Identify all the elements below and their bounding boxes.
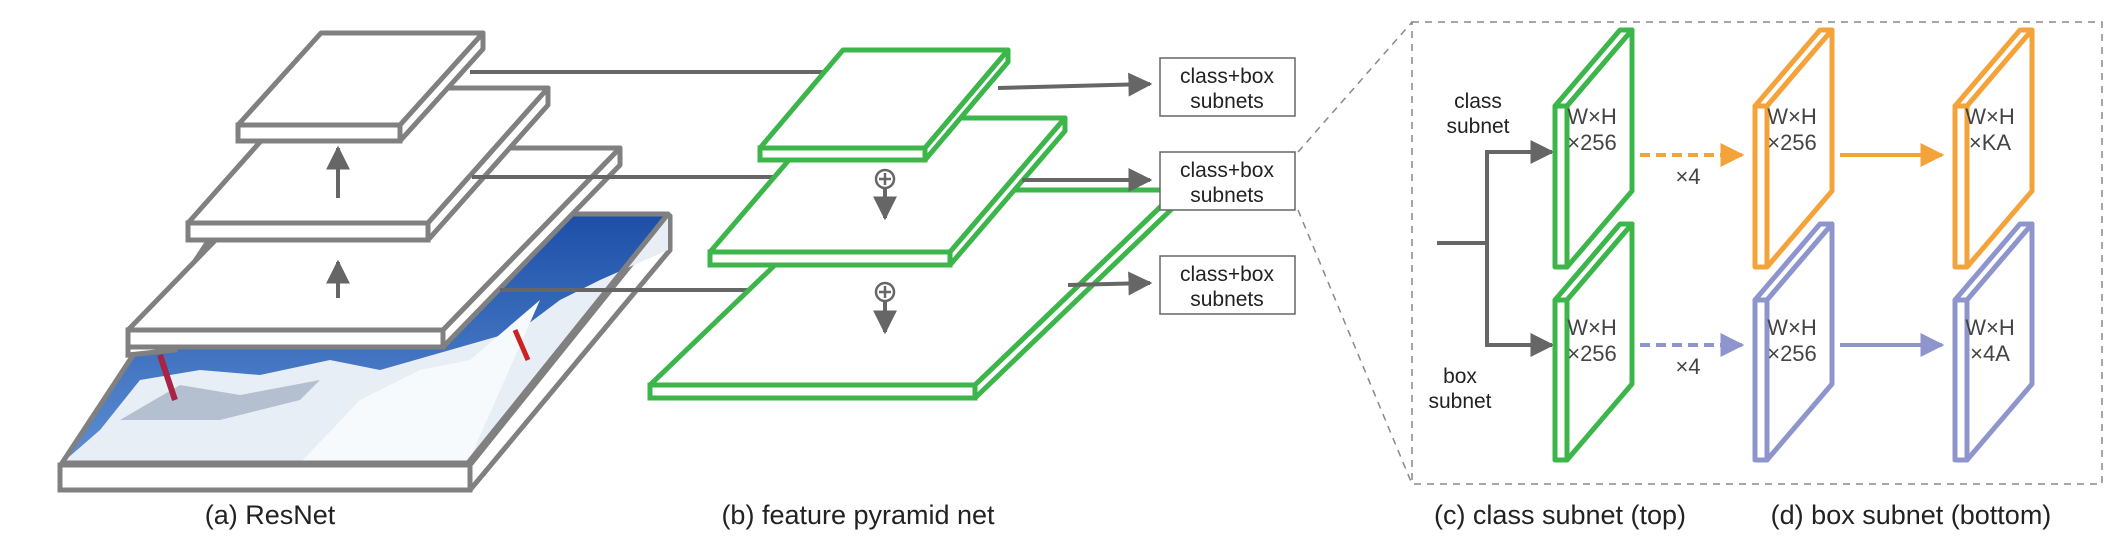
- svg-text:class+box: class+box: [1180, 65, 1274, 88]
- svg-text:subnets: subnets: [1190, 184, 1264, 207]
- caption-fpn: (b) feature pyramid net: [721, 500, 995, 530]
- circle-plus-icon: [874, 281, 896, 303]
- circle-plus-icon: [874, 168, 896, 190]
- svg-text:W×H: W×H: [1567, 315, 1617, 340]
- fpn-level-1: [757, 47, 1011, 163]
- output-box-middle: class+box subnets: [1159, 151, 1296, 211]
- class-subnet-label-1: class: [1454, 90, 1502, 113]
- subnet-panel: [1411, 21, 2103, 485]
- svg-text:×256: ×256: [1767, 130, 1817, 155]
- class-mid-tensor: W×H ×256: [1752, 27, 1835, 270]
- box-input-tensor: W×H ×256: [1552, 221, 1635, 463]
- fpn-stack: [647, 47, 1181, 401]
- caption-box-subnet: (d) box subnet (bottom): [1771, 500, 2052, 530]
- resnet-layer-1: [235, 30, 486, 144]
- subnet-split: [1437, 140, 1555, 357]
- caption-resnet: (a) ResNet: [205, 500, 336, 530]
- resnet-stack: [57, 30, 673, 493]
- svg-text:W×H: W×H: [1567, 104, 1617, 129]
- zoom-lines: [1297, 21, 1413, 485]
- class-repeat-label: ×4: [1675, 164, 1700, 189]
- svg-text:×4A: ×4A: [1970, 341, 2010, 366]
- box-repeat-label: ×4: [1675, 354, 1700, 379]
- svg-text:W×H: W×H: [1767, 315, 1817, 340]
- svg-text:×KA: ×KA: [1969, 130, 2012, 155]
- svg-text:subnets: subnets: [1190, 90, 1264, 113]
- box-subnet-label-1: box: [1443, 365, 1477, 388]
- svg-text:×256: ×256: [1767, 341, 1817, 366]
- svg-text:×256: ×256: [1567, 341, 1617, 366]
- svg-text:×256: ×256: [1567, 130, 1617, 155]
- svg-text:W×H: W×H: [1965, 104, 2015, 129]
- box-subnet-label-2: subnet: [1428, 390, 1491, 413]
- class-output-tensor: W×H ×KA: [1952, 27, 2035, 270]
- output-box-bottom: class+box subnets: [1159, 255, 1296, 315]
- svg-text:class+box: class+box: [1180, 263, 1274, 286]
- output-arrows: [997, 72, 1153, 296]
- resnet-layer-2: [185, 85, 551, 243]
- box-mid-tensor: W×H ×256: [1752, 221, 1835, 463]
- svg-text:class+box: class+box: [1180, 159, 1274, 182]
- svg-text:W×H: W×H: [1965, 315, 2015, 340]
- fpn-level-3: [647, 187, 1181, 401]
- class-input-tensor: W×H ×256: [1552, 27, 1635, 270]
- caption-class-subnet: (c) class subnet (top): [1434, 500, 1686, 530]
- class-subnet-label-2: subnet: [1446, 115, 1509, 138]
- svg-text:subnets: subnets: [1190, 288, 1264, 311]
- box-output-tensor: W×H ×4A: [1952, 221, 2035, 463]
- output-box-top: class+box subnets: [1159, 57, 1296, 117]
- svg-text:W×H: W×H: [1767, 104, 1817, 129]
